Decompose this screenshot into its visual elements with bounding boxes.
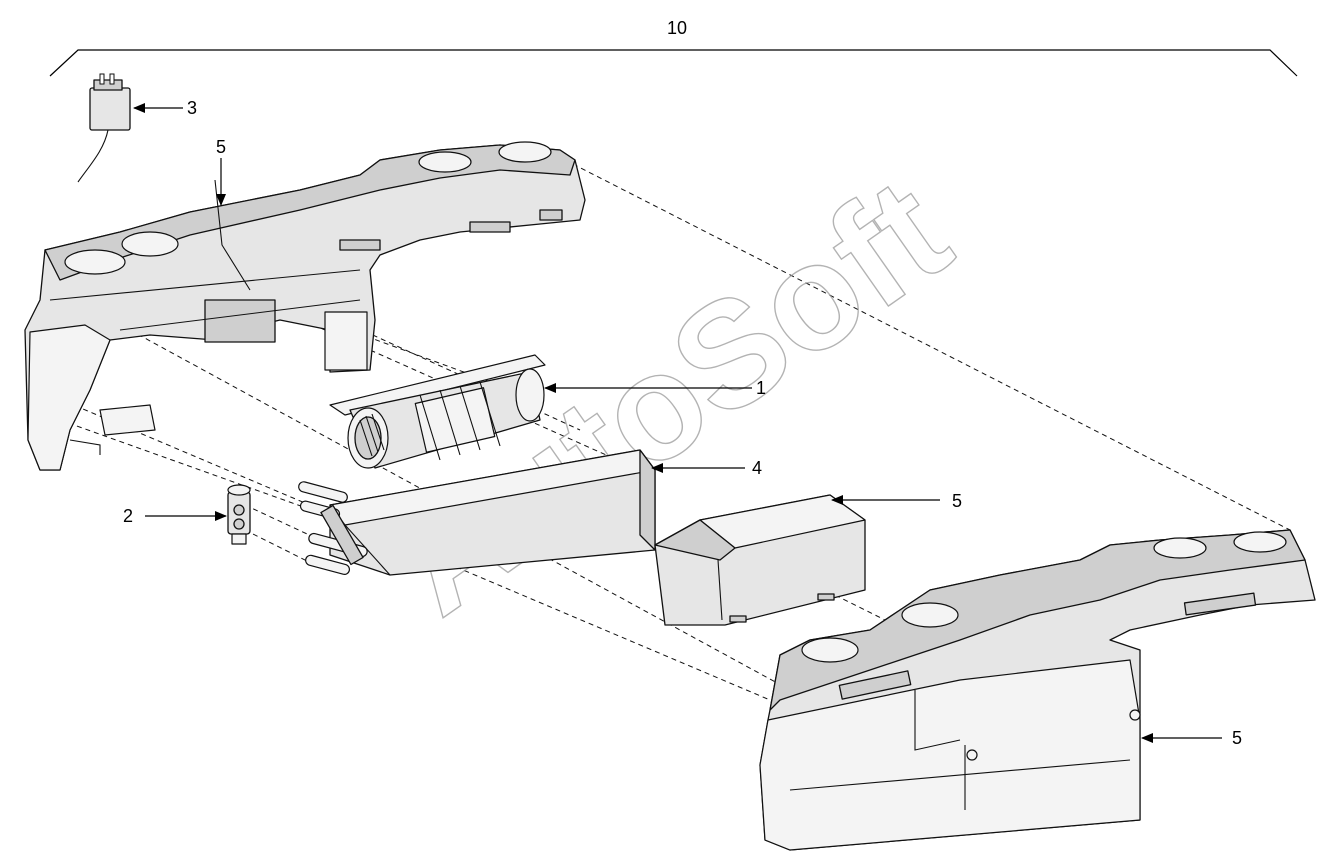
right-housing-part [759,529,1316,851]
callout-10: 10 [667,18,687,38]
blower-motor-part [329,354,546,469]
callout-5-right: 5 [1232,728,1242,748]
callout-5-top-group: 5 [216,137,226,206]
expansion-valve-part [227,484,251,545]
callout-5-right-group: 5 [1141,728,1242,748]
callout-5-cover: 5 [952,491,962,511]
evaporator-core-part [298,449,656,576]
callout-3-group: 3 [133,98,197,118]
left-housing-part [24,141,586,471]
callout-5-top: 5 [216,137,226,157]
assembly-bracket: 10 [49,18,1298,77]
callout-5-cover-group: 5 [831,491,962,511]
callout-3: 3 [187,98,197,118]
callout-2-group: 2 [123,506,227,526]
evaporator-pipes [298,481,368,575]
filter-cover-part [654,494,866,626]
callout-1: 1 [756,378,766,398]
callout-1-group: 1 [544,378,766,398]
callout-4: 4 [752,458,762,478]
callout-4-group: 4 [651,458,762,478]
callout-2: 2 [123,506,133,526]
relay-part [77,73,131,183]
